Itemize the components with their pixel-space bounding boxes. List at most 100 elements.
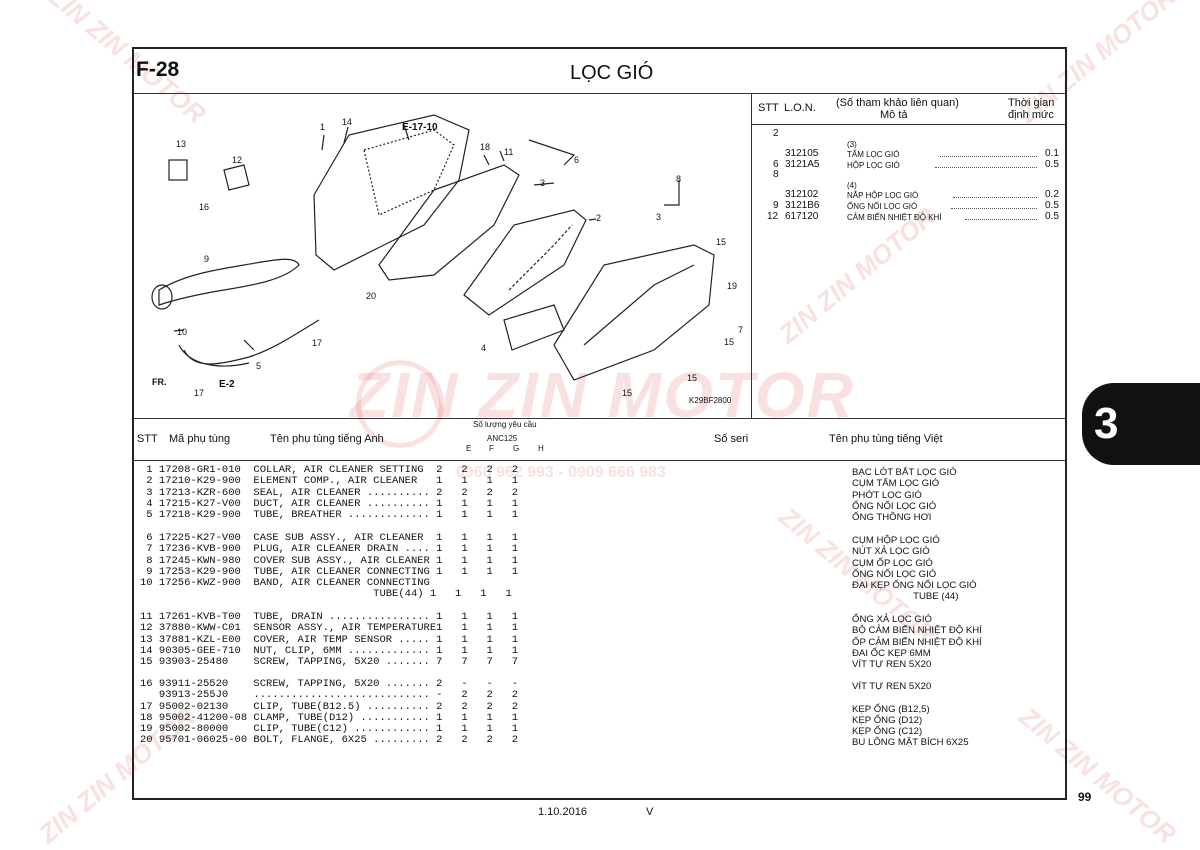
lon-row: 8 xyxy=(755,169,1065,180)
breather-tube xyxy=(183,319,320,365)
lon-code: 617120 xyxy=(785,211,819,222)
callout-3b: 3 xyxy=(656,212,661,222)
table-row: 18 95002-41200-08 CLAMP, TUBE(D12) .....… xyxy=(140,711,519,724)
vn-name: ĐAI KẸP ỐNG NỐI LỌC GIÓ xyxy=(852,580,977,592)
lon-dots xyxy=(965,219,1037,220)
lon-stt: 8 xyxy=(773,169,779,180)
parts-group-2: 6 17225-K27-V00 CASE SUB ASSY., AIR CLEA… xyxy=(140,532,519,601)
lon-desc: (3) xyxy=(847,140,857,149)
table-row: 1 17208-GR1-010 COLLAR, AIR CLEANER SETT… xyxy=(140,464,519,476)
table-row: 7 17236-KVB-900 PLUG, AIR CLEANER DRAIN … xyxy=(140,543,519,556)
vn-name: BỘ CẢM BIẾN NHIỆT ĐỘ KHÍ xyxy=(852,625,982,637)
vn-name: BU LÔNG MẶT BÍCH 6X25 xyxy=(852,737,969,749)
vn-group-3: ỐNG XẢ LỌC GIÓ BỘ CẢM BIẾN NHIỆT ĐỘ KHÍ … xyxy=(852,614,982,670)
parts-header-col-g: G xyxy=(513,444,520,453)
parts-header-qty: Số lượng yêu cầu xyxy=(473,420,537,429)
lon-desc: TẤM LỌC GIÓ xyxy=(847,150,900,159)
table-row: 19 95002-80000 CLIP, TUBE(C12) .........… xyxy=(140,723,519,736)
parts-header-top xyxy=(133,418,1066,419)
parts-header-col-h: H xyxy=(538,444,544,453)
lon-header-time-2: định mức xyxy=(1008,109,1054,121)
vn-name: KẸP ỐNG (D12) xyxy=(852,714,923,726)
parts-header-name-en: Tên phụ tùng tiếng Anh xyxy=(270,433,384,445)
vn-name xyxy=(852,692,969,703)
lon-code: 3121B6 xyxy=(785,200,820,211)
parts-header-bottom xyxy=(133,460,1066,461)
callout-10: 10 xyxy=(177,327,187,337)
callout-4: 4 xyxy=(481,343,486,353)
vn-name: PHỚT LỌC GIÓ xyxy=(852,489,922,501)
table-row: 11 17261-KVB-T00 TUBE, DRAIN ...........… xyxy=(140,611,519,623)
page-title: LỌC GIÓ xyxy=(570,62,654,84)
table-row: 5 17218-K29-900 TUBE, BREATHER .........… xyxy=(140,509,519,522)
vn-name: VÍT TỰ REN 5X20 xyxy=(852,659,932,671)
lon-header-desc-1: (Số tham khảo liên quan) xyxy=(836,97,959,109)
seal xyxy=(378,164,520,281)
callout-16: 16 xyxy=(199,202,209,212)
element xyxy=(463,209,587,316)
watermark-phone: 0966 962 993 - 0909 666 983 xyxy=(456,464,666,481)
vn-group-2: CỤM HỘP LỌC GIÓ NÚT XẢ LỌC GIÓ CỤM ỐP LỌ… xyxy=(852,535,977,603)
lon-desc: NẮP HỘP LỌC GIÓ xyxy=(847,191,919,200)
callout-15d: 15 xyxy=(622,388,632,398)
lon-time: 0.1 xyxy=(1045,148,1059,159)
vn-name: NÚT XẢ LỌC GIÓ xyxy=(852,546,930,558)
lon-stt: 2 xyxy=(773,128,779,139)
vn-name: KẸP ỐNG (B12,5) xyxy=(852,703,930,715)
vn-name: ỐNG XẢ LỌC GIÓ xyxy=(852,614,932,625)
callout-1: 1 xyxy=(320,122,325,132)
lon-header-divider xyxy=(752,124,1065,125)
vn-name: ỐNG NỐI LỌC GIÓ xyxy=(852,568,937,580)
parts-header-stt: STT xyxy=(137,433,158,445)
parts-header-col-f: F xyxy=(489,444,494,453)
tube-connecting xyxy=(158,258,300,306)
callout-15c: 15 xyxy=(687,373,697,383)
cover xyxy=(553,244,715,381)
lon-row: (4) xyxy=(755,180,1065,190)
lon-row: 12 617120 CẢM BIẾN NHIỆT ĐỘ KHÍ 0.5 xyxy=(755,211,1065,222)
page-number: 99 xyxy=(1078,790,1092,804)
lon-stt: 12 xyxy=(767,211,779,222)
case-grid xyxy=(363,129,455,216)
callout-17b: 17 xyxy=(194,388,204,398)
callout-18: 18 xyxy=(480,142,490,152)
figure-code: K29BF2800 xyxy=(689,396,732,405)
callout-20: 20 xyxy=(366,291,376,301)
exploded-diagram: 1 2 3 3 4 5 6 7 8 9 10 11 12 13 14 15 15… xyxy=(151,114,743,405)
lon-header-time-1: Thời gian xyxy=(1008,97,1055,109)
lon-code: 3121A5 xyxy=(785,159,820,170)
table-row: 16 93911-25520 SCREW, TAPPING, 5X20 ....… xyxy=(140,678,519,690)
vn-name: TUBE (44) xyxy=(852,591,959,603)
vn-name: CỤM ỐP LỌC GIÓ xyxy=(852,557,933,569)
table-row: 8 17245-KWN-980 COVER SUB ASSY., AIR CLE… xyxy=(140,554,519,567)
callout-14: 14 xyxy=(342,117,352,127)
vn-name: ỐP CẢM BIẾN NHIỆT ĐỘ KHÍ xyxy=(852,636,982,648)
table-row: 6 17225-K27-V00 CASE SUB ASSY., AIR CLEA… xyxy=(140,532,519,544)
parts-header-model: ANC125 xyxy=(487,434,518,443)
lon-rows: 2 (3) 312105 TẤM LỌC GIÓ 0.1 6 3121A5 HỘ… xyxy=(755,128,1065,222)
callout-9: 9 xyxy=(204,254,209,264)
lon-dots xyxy=(935,167,1037,168)
lon-desc: CẢM BIẾN NHIỆT ĐỘ KHÍ xyxy=(847,213,942,222)
table-row: 93913-255J0 ............................… xyxy=(140,689,519,702)
air-cleaner-case xyxy=(313,114,470,271)
parts-group-1: 1 17208-GR1-010 COLLAR, AIR CLEANER SETT… xyxy=(140,464,519,522)
callout-7: 7 xyxy=(738,325,743,335)
vn-name: ỐNG THÔNG HƠI xyxy=(852,512,932,524)
ref-e-2: E-2 xyxy=(219,379,235,390)
callout-11: 11 xyxy=(504,147,513,157)
vn-name: BẠC LÓT BẮT LỌC GIÓ xyxy=(852,467,957,478)
callout-6: 6 xyxy=(574,155,579,165)
ref-front: FR. xyxy=(152,377,167,387)
lon-desc: ỐNG NỐI LỌC GIÓ xyxy=(847,202,918,211)
table-row: 15 93903-25480 SCREW, TAPPING, 5X20 ....… xyxy=(140,656,519,669)
lon-row: 2 xyxy=(755,128,1065,139)
lon-dots xyxy=(940,156,1037,157)
table-row: 20 95701-06025-00 BOLT, FLANGE, 6X25 ...… xyxy=(140,734,519,747)
lon-dots xyxy=(953,197,1037,198)
lon-header-desc-2: Mô tả xyxy=(880,109,908,121)
lon-row: 9 3121B6 ỐNG NỐI LỌC GIÓ 0.5 xyxy=(755,200,1065,211)
parts-header-name-vn: Tên phụ tùng tiếng Việt xyxy=(829,433,943,445)
footer-version: V xyxy=(646,806,654,818)
vn-name: KẸP ỐNG (C12) xyxy=(852,726,923,738)
